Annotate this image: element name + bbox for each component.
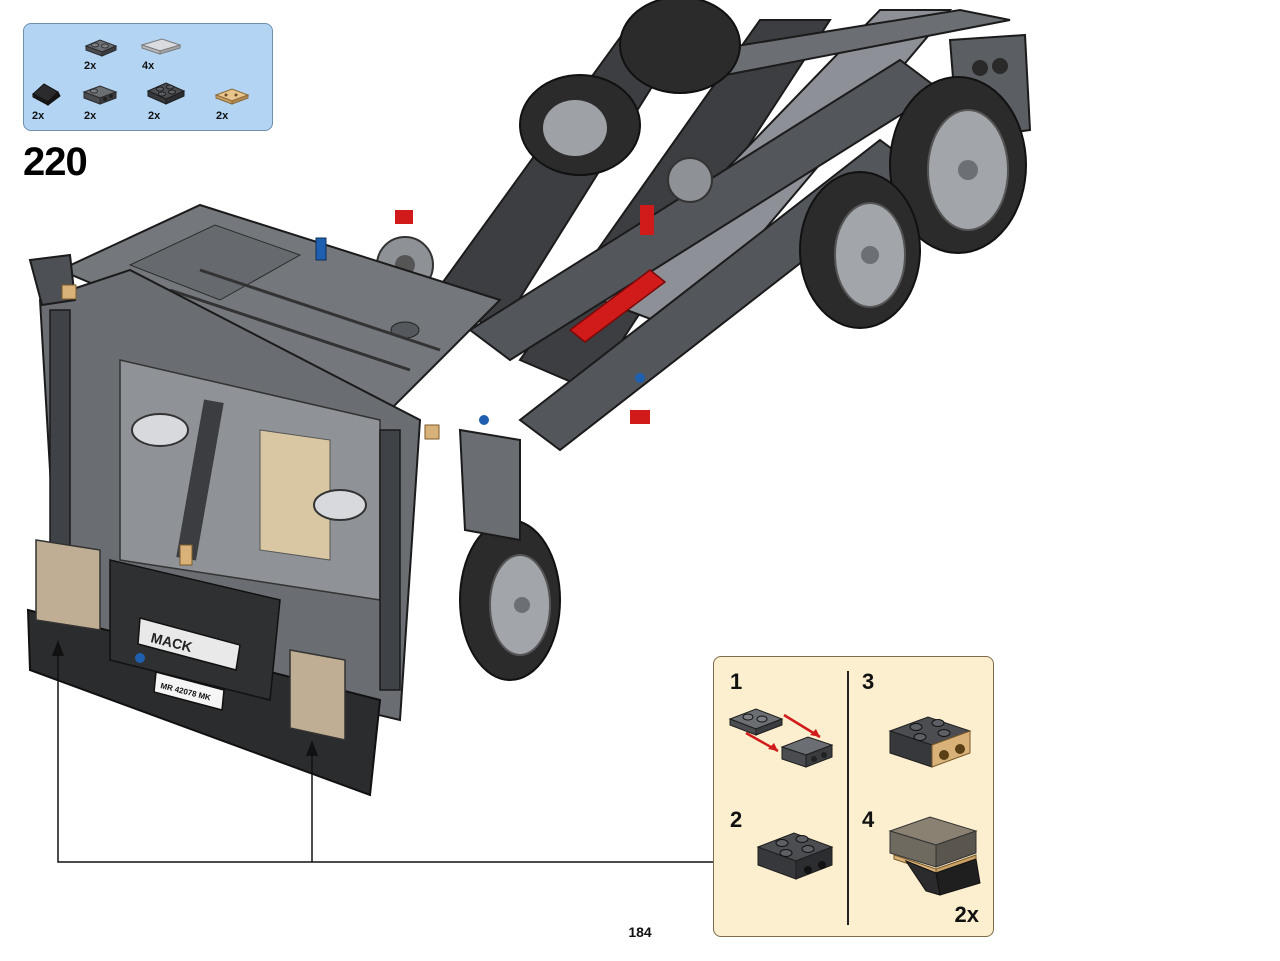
- arrow-up-icon: [52, 640, 64, 656]
- substep-3-illustration: [888, 716, 972, 768]
- part-dark-gray-plate-2x2: [146, 78, 186, 108]
- substep-number: 4: [862, 807, 875, 832]
- subassembly-multiplier: 2x: [954, 902, 979, 927]
- dark-gray-plate-2x2-icon: [146, 82, 186, 105]
- substep-2-illustration: [756, 832, 834, 880]
- substep-1-illustration: [728, 708, 834, 768]
- step-number: 220: [23, 140, 88, 184]
- rear-wheels: [519, 0, 1027, 329]
- part-qty: 4x: [142, 60, 155, 72]
- front-wheel: [459, 519, 561, 681]
- part-qty: 2x: [32, 110, 45, 122]
- light-gray-tile-icon: [140, 38, 182, 55]
- tan-tile-icon: [214, 88, 250, 105]
- part-black-slope: [30, 80, 64, 108]
- cab: MACK MR 42078 MK: [26, 203, 645, 797]
- part-qty: 2x: [216, 110, 229, 122]
- substep-number: 1: [730, 669, 743, 694]
- part-dark-gray-plate: [84, 36, 118, 58]
- substep-number: 2: [730, 807, 743, 832]
- arrow-up-icon: [306, 740, 318, 756]
- dark-gray-bracket-icon: [82, 85, 118, 105]
- subassembly-box: 1 2 3 4: [713, 656, 994, 937]
- parts-list-box: 2x 4x 2x 2x: [23, 23, 273, 131]
- dark-gray-plate-icon: [84, 39, 118, 57]
- black-slope-icon: [32, 83, 61, 106]
- substep-number: 3: [862, 669, 875, 694]
- red-drive-parts: [395, 205, 667, 424]
- part-qty: 2x: [84, 60, 97, 72]
- part-qty: 2x: [148, 110, 161, 122]
- part-dark-gray-bracket: [82, 82, 120, 108]
- part-light-gray-tile: [140, 36, 182, 58]
- subassembly-divider: [847, 671, 849, 925]
- arrow-icon: [768, 743, 778, 751]
- page-number: 184: [628, 924, 652, 940]
- part-qty: 2x: [84, 110, 97, 122]
- substep-4-illustration: [888, 816, 981, 896]
- arrow-icon: [810, 729, 820, 737]
- part-tan-tile: [214, 86, 250, 108]
